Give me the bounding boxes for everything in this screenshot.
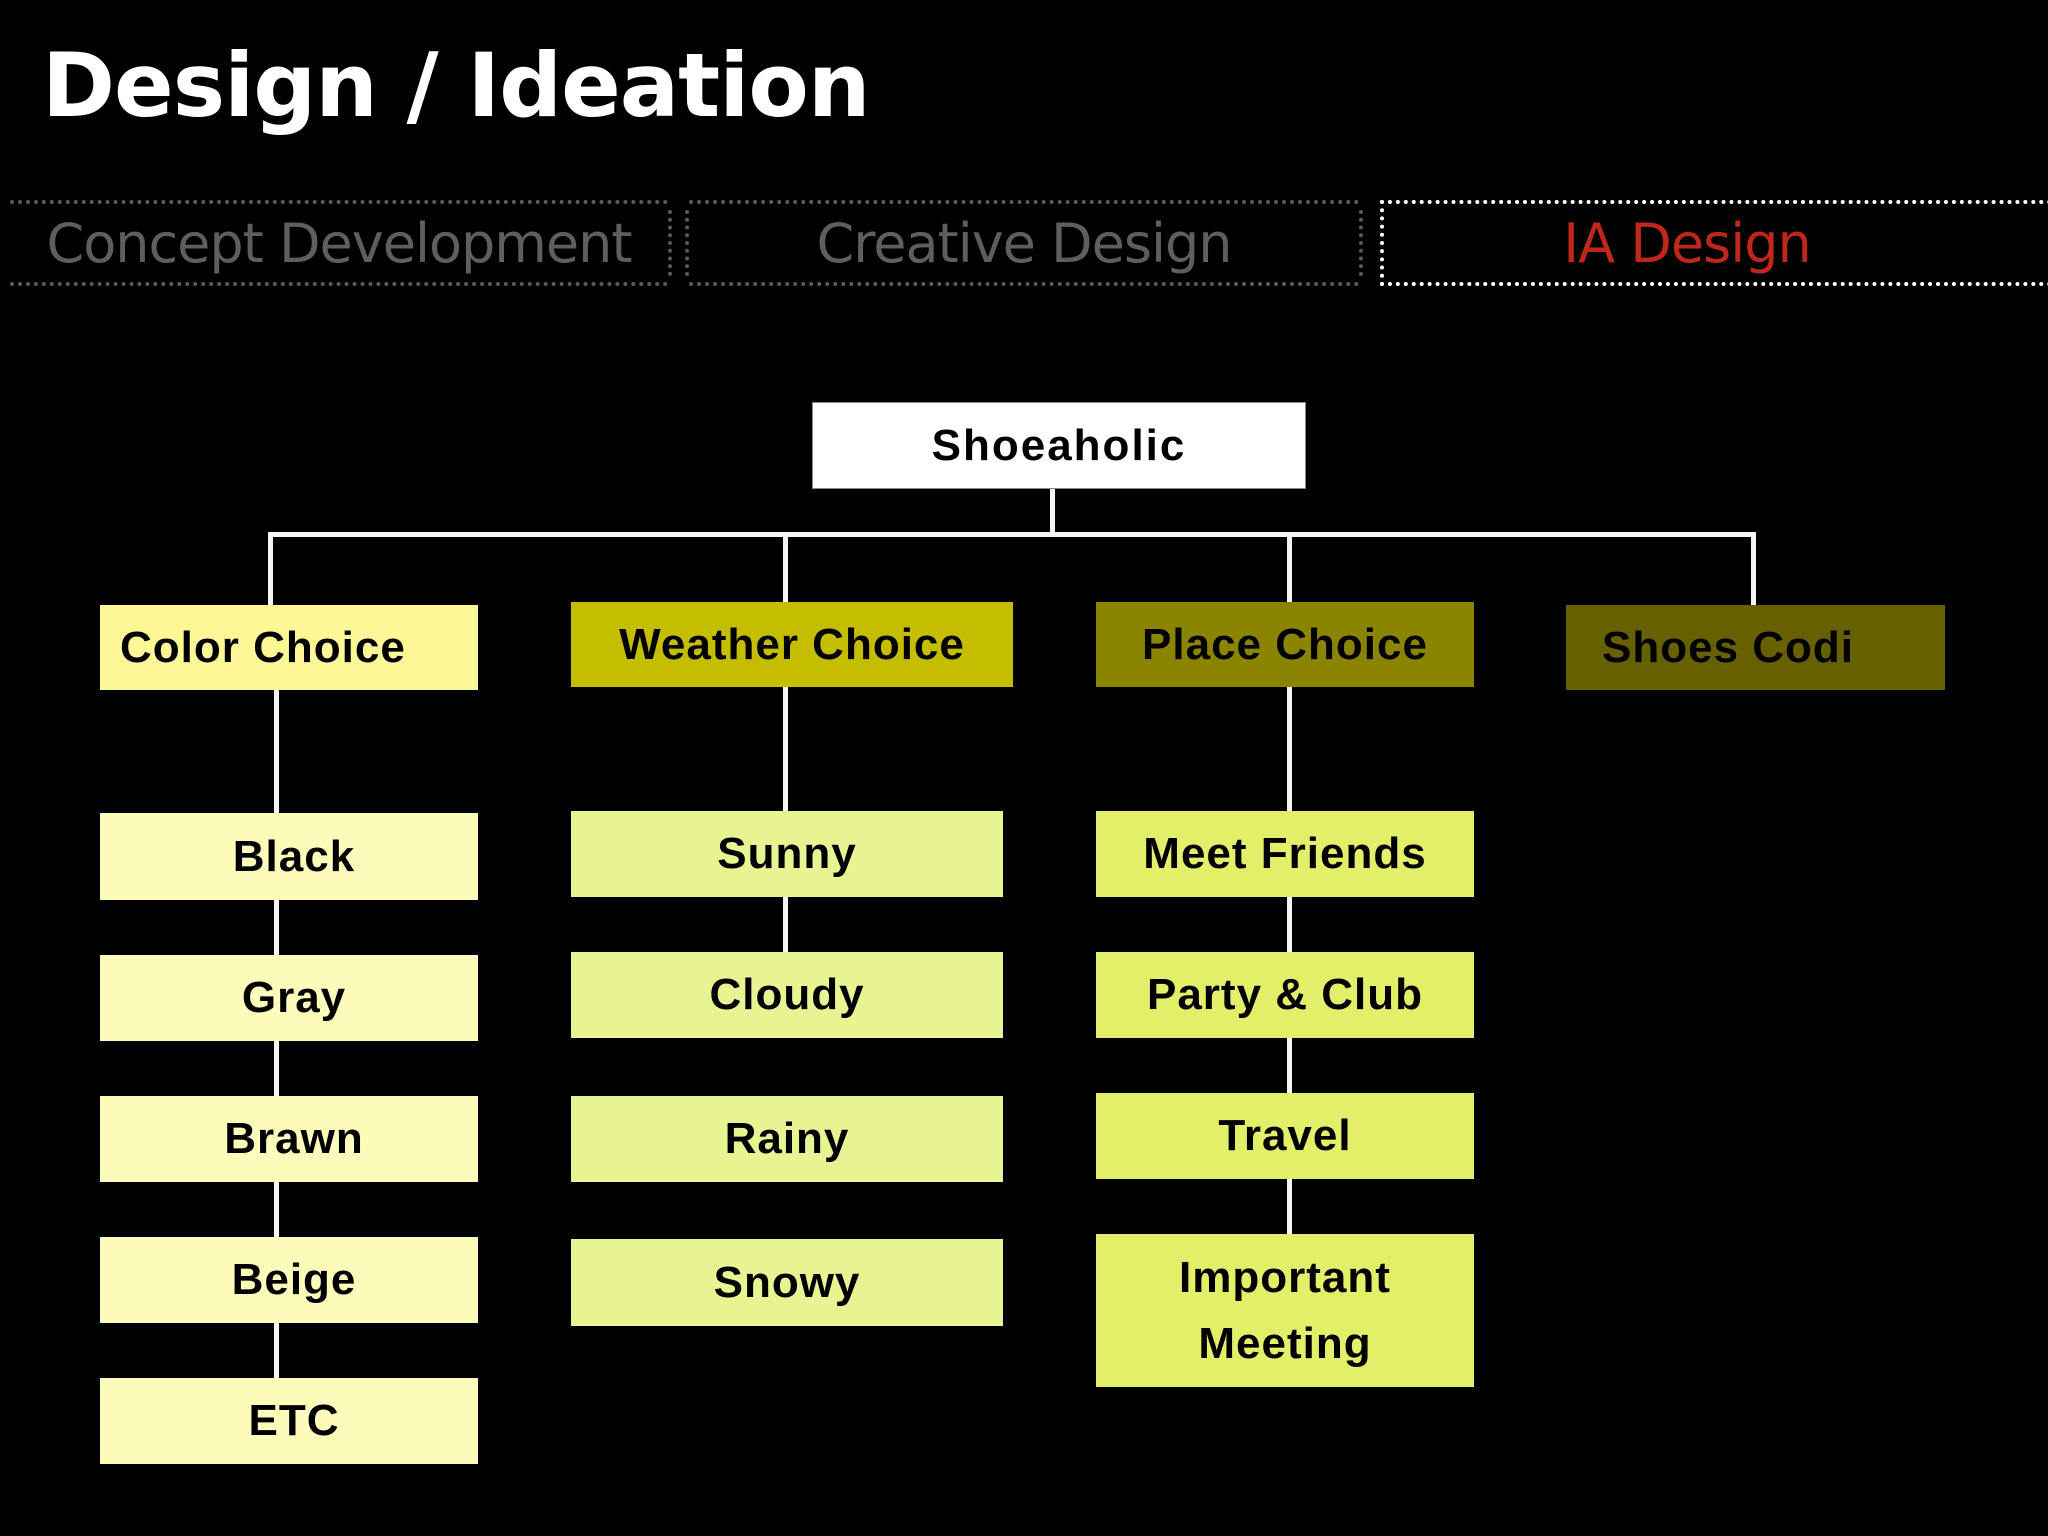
node-label: Travel <box>1218 1111 1352 1161</box>
tab-divider <box>1359 210 1363 276</box>
category-place-choice: Place Choice <box>1096 602 1474 687</box>
connector-horizontal-bar <box>268 532 1756 537</box>
node-label: Color Choice <box>120 622 406 672</box>
tab-creative-design[interactable]: Creative Design <box>685 200 1363 286</box>
tab-concept-development[interactable]: Concept Development <box>10 200 672 286</box>
node-label: Place Choice <box>1142 619 1428 669</box>
tab-label: Concept Development <box>46 211 632 275</box>
color-item-black: Black <box>100 813 478 900</box>
connector-drop-place <box>1287 532 1292 603</box>
node-label: Meet Friends <box>1143 829 1427 879</box>
tab-ia-design[interactable]: IA Design <box>1380 200 2048 286</box>
connector-drop-color <box>268 532 273 606</box>
connector-drop-shoes <box>1751 532 1756 608</box>
node-label: Party & Club <box>1146 970 1424 1020</box>
tab-divider <box>685 210 689 276</box>
place-item-important-meeting: Important Meeting <box>1096 1234 1474 1387</box>
node-label: ETC <box>248 1396 340 1446</box>
page-title: Design / Ideation <box>42 34 870 137</box>
node-label: Gray <box>241 973 347 1023</box>
color-item-gray: Gray <box>100 955 478 1041</box>
node-label: Sunny <box>717 829 857 879</box>
node-label: Weather Choice <box>619 619 965 669</box>
connector-drop-weather <box>783 532 788 603</box>
node-label: Snowy <box>713 1257 861 1307</box>
node-label: Beige <box>231 1255 357 1305</box>
weather-item-sunny: Sunny <box>571 811 1003 897</box>
tab-divider <box>668 210 672 276</box>
tab-label: IA Design <box>1563 211 1811 275</box>
weather-item-cloudy: Cloudy <box>571 952 1003 1038</box>
connector-root-stem <box>1050 489 1055 536</box>
color-item-brawn: Brawn <box>100 1096 478 1182</box>
color-item-etc: ETC <box>100 1378 478 1464</box>
node-label: Rainy <box>724 1114 850 1164</box>
root-node-shoeaholic: Shoeaholic <box>812 402 1306 489</box>
color-item-beige: Beige <box>100 1237 478 1323</box>
node-label: Shoeaholic <box>931 420 1187 470</box>
category-shoes-codi: Shoes Codi <box>1566 605 1945 690</box>
node-label: Important Meeting <box>1179 1252 1391 1368</box>
category-weather-choice: Weather Choice <box>571 602 1013 687</box>
node-label: Brawn <box>224 1114 364 1164</box>
tab-label: Creative Design <box>816 211 1233 275</box>
node-label: Cloudy <box>709 970 865 1020</box>
place-item-travel: Travel <box>1096 1093 1474 1179</box>
node-label: Shoes Codi <box>1602 622 1855 672</box>
weather-item-snowy: Snowy <box>571 1239 1003 1326</box>
node-label: Black <box>232 831 356 881</box>
place-item-party-club: Party & Club <box>1096 952 1474 1038</box>
weather-item-rainy: Rainy <box>571 1096 1003 1182</box>
category-color-choice: Color Choice <box>100 605 478 690</box>
place-item-meet-friends: Meet Friends <box>1096 811 1474 897</box>
